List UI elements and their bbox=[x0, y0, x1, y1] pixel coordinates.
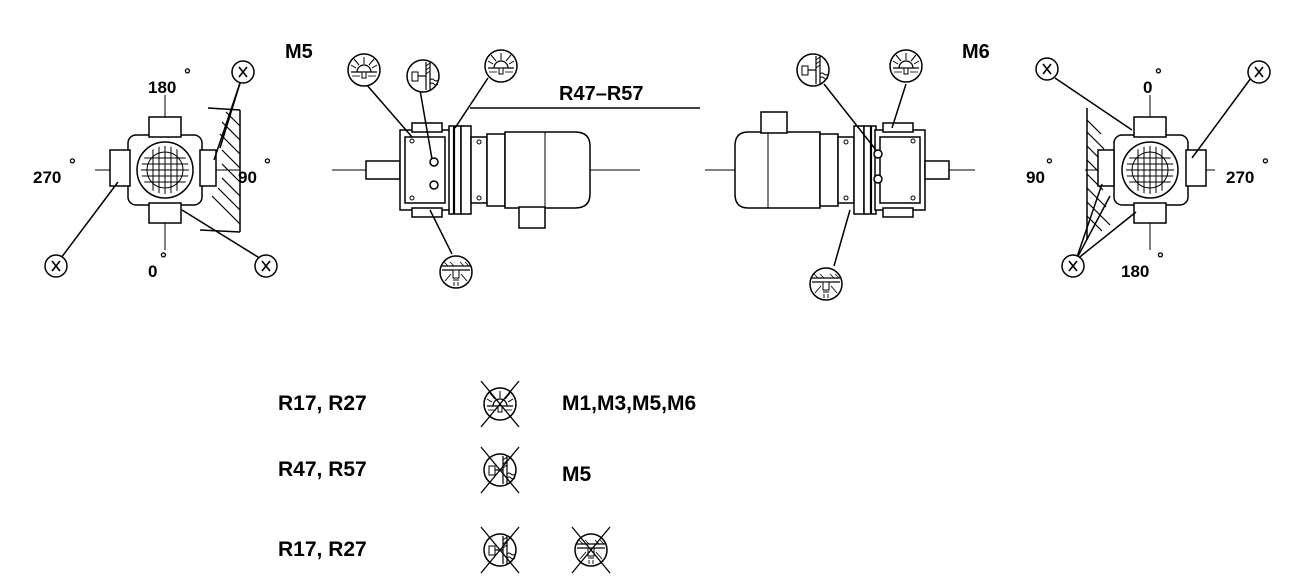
legend-applies-to: M1,M3,M5,M6 bbox=[562, 392, 696, 415]
angle-bottom-right: 180 bbox=[1121, 262, 1149, 281]
oil-drain-plug-icon bbox=[809, 267, 843, 301]
degree-sign: ° bbox=[160, 249, 167, 268]
x-marker-icon bbox=[1061, 254, 1085, 278]
angle-bottom-left: 0 bbox=[148, 262, 157, 281]
degree-sign: ° bbox=[69, 155, 76, 174]
oil-drain-plug-icon bbox=[439, 255, 473, 289]
x-marker-icon bbox=[1247, 60, 1271, 84]
x-marker-icon bbox=[231, 60, 255, 84]
model-label: R47–R57 bbox=[559, 83, 644, 105]
oil-level-plug-icon bbox=[796, 53, 830, 87]
degree-sign: ° bbox=[184, 65, 191, 84]
angle-top-right: 0 bbox=[1143, 78, 1152, 97]
right-end-view: 0 ° 90 ° 270 ° 180 ° bbox=[1026, 57, 1271, 281]
angle-top-left: 180 bbox=[148, 78, 176, 97]
right-side-view: M6 bbox=[705, 41, 990, 301]
degree-sign: ° bbox=[1155, 65, 1162, 84]
legend-row: R17, R27 M1,M3,M5,M6 bbox=[278, 380, 696, 428]
degree-sign: ° bbox=[264, 155, 271, 174]
legend-models: R47, R57 bbox=[278, 458, 367, 481]
legend-models: R17, R27 bbox=[278, 392, 367, 415]
left-side-view: R47–R57 bbox=[332, 49, 700, 289]
angle-left-right: 90 bbox=[1026, 168, 1045, 187]
legend-models: R17, R27 bbox=[278, 538, 367, 561]
mounting-label-left: M5 bbox=[285, 41, 313, 63]
degree-sign: ° bbox=[1262, 155, 1269, 174]
breather-valve-icon bbox=[484, 49, 518, 83]
breather-valve-icon bbox=[889, 49, 923, 83]
angle-right-left: 90 bbox=[238, 168, 257, 187]
mounting-label-right: M6 bbox=[962, 41, 990, 63]
breather-valve-icon bbox=[347, 53, 381, 87]
x-marker-icon bbox=[254, 254, 278, 278]
x-marker-icon bbox=[1035, 57, 1059, 81]
legend-applies-to: M5 bbox=[562, 463, 591, 486]
oil-level-plug-icon bbox=[406, 59, 440, 93]
degree-sign: ° bbox=[1046, 155, 1053, 174]
legend-row: R17, R27 bbox=[278, 526, 611, 574]
left-end-view: M5 180 ° 270 ° 90 ° 0 ° bbox=[33, 41, 313, 281]
degree-sign: ° bbox=[1157, 249, 1164, 268]
legend: R17, R27 M1,M3,M5,M6 R47, R57 M5 R17, R2… bbox=[278, 380, 696, 574]
legend-row: R47, R57 M5 bbox=[278, 446, 591, 494]
angle-left-left: 270 bbox=[33, 168, 61, 187]
wall-hatch-right bbox=[1086, 108, 1111, 240]
x-marker-icon bbox=[44, 254, 68, 278]
angle-right-right: 270 bbox=[1226, 168, 1254, 187]
